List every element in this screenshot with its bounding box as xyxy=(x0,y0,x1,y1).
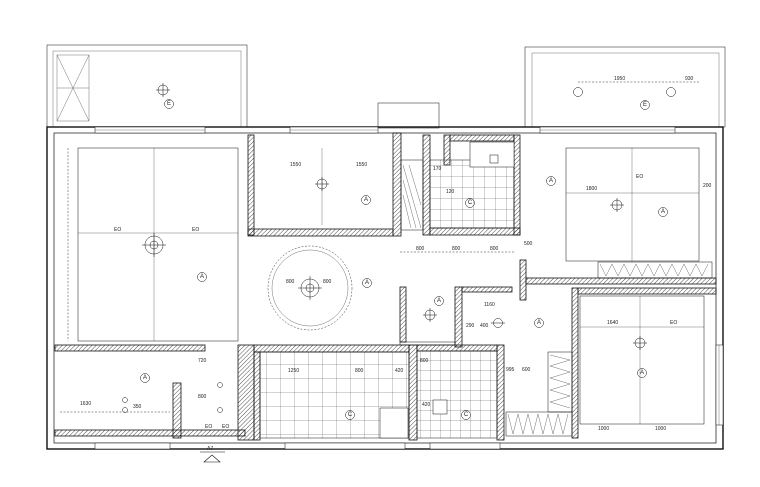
dim-living-h3: 800 xyxy=(490,246,499,252)
interior-walls xyxy=(54,132,717,441)
room-tag-bath-secondary: C xyxy=(464,412,469,418)
wardrobe-bottom xyxy=(505,411,573,437)
entry-label: A7 xyxy=(207,446,213,452)
dim-corr-720: 720 xyxy=(198,358,207,364)
dim-right-top-200: 200 xyxy=(703,183,712,189)
dim-living-400: 400 xyxy=(480,323,489,329)
dim-living-h2: 800 xyxy=(452,246,461,252)
balcony-right-fixtures: E 1950 930 xyxy=(573,76,700,110)
dim-small-1630: 1630 xyxy=(80,401,91,407)
dim-living-500: 500 xyxy=(524,241,533,247)
corridor-left: 720 800 EO EO xyxy=(198,358,229,430)
dim-master-b: EO xyxy=(192,227,199,233)
small-room-bottom-left: A 1630 350 xyxy=(60,373,170,413)
dim-right-top-eo: EO xyxy=(636,174,643,180)
dim-bath2-995: 995 xyxy=(506,367,515,373)
entry-marker: A7 xyxy=(200,446,225,463)
dim-living-290: 290 xyxy=(466,323,475,329)
dim-right-bot-1000b: 1000 xyxy=(655,426,666,432)
dim-corr-eo2: EO xyxy=(222,424,229,430)
dim-right-top-1800: 1800 xyxy=(586,186,597,192)
balcony-left xyxy=(46,44,248,128)
dim-right-bot-1640: 1640 xyxy=(607,320,618,326)
room-tag-dining: A xyxy=(437,298,441,304)
bathroom-secondary: C 800 420 995 600 xyxy=(416,350,531,439)
room-tag-top-right: A xyxy=(661,209,665,215)
dim-balcony-1950: 1950 xyxy=(614,76,625,82)
room-tag-balcony-right: E xyxy=(643,102,647,108)
bedroom-bottom-right: 1640 EO 1000 1000 A xyxy=(579,295,705,432)
dim-small-350: 350 xyxy=(133,404,142,410)
dim-bath2-420: 420 xyxy=(422,402,431,408)
room-tag-top-right-entry: A xyxy=(549,178,553,184)
bathroom-main: 1250 800 420 C xyxy=(259,351,410,439)
dim-room-top-right: 1550 xyxy=(356,162,367,168)
dim-balcony-930: 930 xyxy=(685,76,694,82)
dim-bath-800: 800 xyxy=(355,368,364,374)
dim-corr-eo1: EO xyxy=(205,424,212,430)
room-tag-balcony-left: E xyxy=(167,101,171,107)
room-tag-kitchen: C xyxy=(468,200,473,206)
bedroom-top-right: 1800 EO 200 A A xyxy=(546,147,712,262)
room-tag-bottom-right: A xyxy=(640,370,644,376)
wardrobe-bottom-right xyxy=(547,351,573,413)
ac-platform xyxy=(377,102,440,129)
dim-kitchen-170: 170 xyxy=(433,166,442,172)
dim-right-bot-eo: EO xyxy=(670,320,677,326)
dim-bath-420: 420 xyxy=(395,368,404,374)
dim-corr-800: 800 xyxy=(198,394,207,400)
room-tag-master: A xyxy=(200,274,204,280)
dim-kitchen-120: 120 xyxy=(446,189,455,195)
balcony-left-fixtures: E xyxy=(156,83,174,109)
wardrobe-right xyxy=(597,261,713,279)
dim-bath-1250: 1250 xyxy=(288,368,299,374)
dim-living-h1: 800 xyxy=(416,246,425,252)
room-tag-top-center: A xyxy=(364,197,368,203)
room-tag-bath-main: C xyxy=(348,412,353,418)
room-tag-living: A xyxy=(365,280,369,286)
living-room: 800 800 800 800 800 500 1160 290 400 A A… xyxy=(267,241,544,346)
bedroom-top-center: 1550 1550 A xyxy=(290,148,371,225)
dim-bath2-600: 600 xyxy=(522,367,531,373)
dim-living-v1: 800 xyxy=(286,279,295,285)
room-tag-corridor: A xyxy=(537,320,541,326)
outer-walls xyxy=(46,126,724,450)
dim-right-bot-1000: 1000 xyxy=(598,426,609,432)
dim-master-a: EO xyxy=(114,227,121,233)
dim-room-top-left: 1550 xyxy=(290,162,301,168)
dim-bath2-800: 800 xyxy=(420,358,429,364)
kitchen: C 170 120 xyxy=(400,141,515,231)
room-tag-small: A xyxy=(143,375,147,381)
balcony-right xyxy=(524,46,726,128)
dim-living-1160: 1160 xyxy=(484,302,495,308)
master-bedroom: EO EO A xyxy=(67,147,239,342)
dim-living-v2: 800 xyxy=(323,279,332,285)
